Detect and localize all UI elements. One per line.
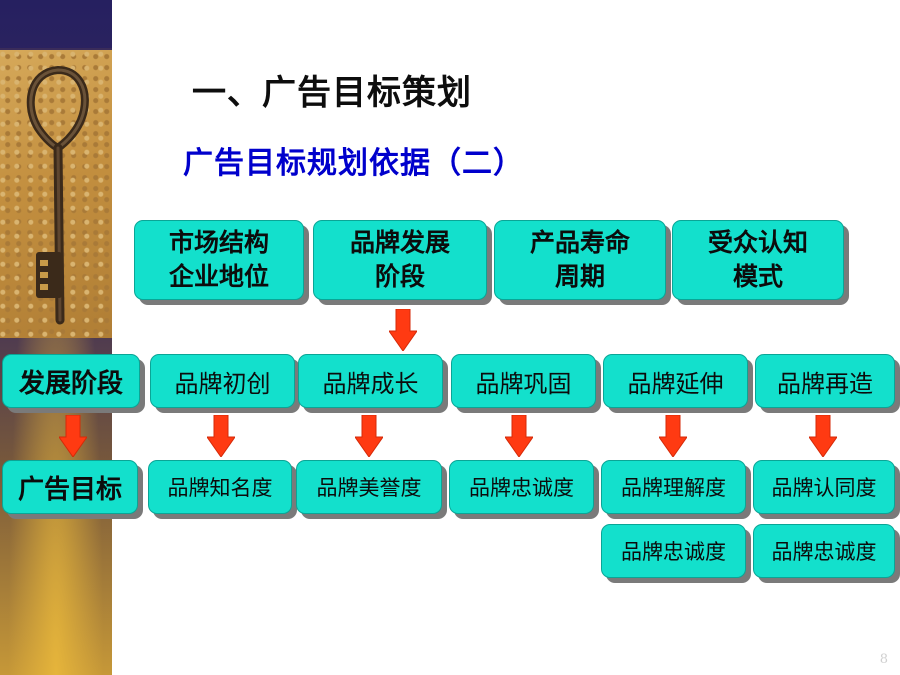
arrow-down-icon — [389, 309, 417, 351]
goal-text: 品牌知名度 — [167, 476, 273, 500]
factor-line: 企业地位 — [168, 262, 269, 291]
goal-box: 品牌理解度 — [601, 460, 746, 514]
goal-box: 品牌知名度 — [148, 460, 292, 514]
side-decoration-band — [0, 0, 112, 675]
factor-line: 受众认知 — [707, 228, 808, 257]
row-label-stage: 发展阶段 — [2, 354, 140, 408]
page-number: 8 — [879, 652, 888, 667]
factor-line: 品牌发展 — [349, 228, 450, 257]
stage-box: 品牌再造 — [755, 354, 895, 408]
goal-text: 品牌美誉度 — [316, 476, 422, 500]
key-icon — [26, 65, 89, 325]
stage-text: 品牌初创 — [174, 369, 271, 398]
factor-box-brand-development: 品牌发展 阶段 — [313, 220, 487, 300]
stage-text: 品牌延伸 — [627, 369, 724, 398]
goal-text: 品牌忠诚度 — [469, 476, 574, 500]
stage-text: 品牌再造 — [777, 369, 873, 398]
arrow-down-icon — [207, 415, 235, 457]
goal-text: 品牌理解度 — [621, 476, 726, 500]
factor-line: 周期 — [554, 262, 605, 291]
factor-line: 模式 — [732, 262, 783, 291]
key-photo — [0, 48, 112, 338]
factor-box-product-lifecycle: 产品寿命 周期 — [494, 220, 666, 300]
arrow-down-icon — [355, 415, 383, 457]
row-label-text: 发展阶段 — [18, 368, 123, 399]
goal-text: 品牌忠诚度 — [771, 540, 877, 564]
stage-box: 品牌成长 — [298, 354, 443, 408]
arrow-down-icon — [659, 415, 687, 457]
goal-box: 品牌忠诚度 — [449, 460, 594, 514]
stage-text: 品牌成长 — [322, 369, 419, 398]
factor-line: 阶段 — [374, 262, 425, 291]
arrow-down-icon — [59, 415, 87, 457]
arrow-down-icon — [809, 415, 837, 457]
goal-box: 品牌美誉度 — [296, 460, 442, 514]
stage-box: 品牌初创 — [150, 354, 295, 408]
slide-title: 一、广告目标策划 — [192, 73, 472, 113]
stage-text: 品牌巩固 — [475, 369, 572, 398]
stage-box: 品牌延伸 — [603, 354, 748, 408]
extra-goal-box: 品牌忠诚度 — [601, 524, 746, 578]
slide-subtitle: 广告目标规划依据（二） — [183, 146, 524, 181]
factor-line: 市场结构 — [168, 228, 269, 257]
factor-box-audience-cognition: 受众认知 模式 — [672, 220, 844, 300]
row-label-goal: 广告目标 — [2, 460, 138, 514]
extra-goal-box: 品牌忠诚度 — [753, 524, 895, 578]
factor-box-market-structure: 市场结构 企业地位 — [134, 220, 304, 300]
stage-box: 品牌巩固 — [451, 354, 596, 408]
goal-text: 品牌忠诚度 — [621, 540, 726, 564]
goal-text: 品牌认同度 — [771, 476, 877, 500]
goal-box: 品牌认同度 — [753, 460, 895, 514]
factor-line: 产品寿命 — [529, 228, 630, 257]
row-label-text: 广告目标 — [17, 474, 122, 505]
arrow-down-icon — [505, 415, 533, 457]
